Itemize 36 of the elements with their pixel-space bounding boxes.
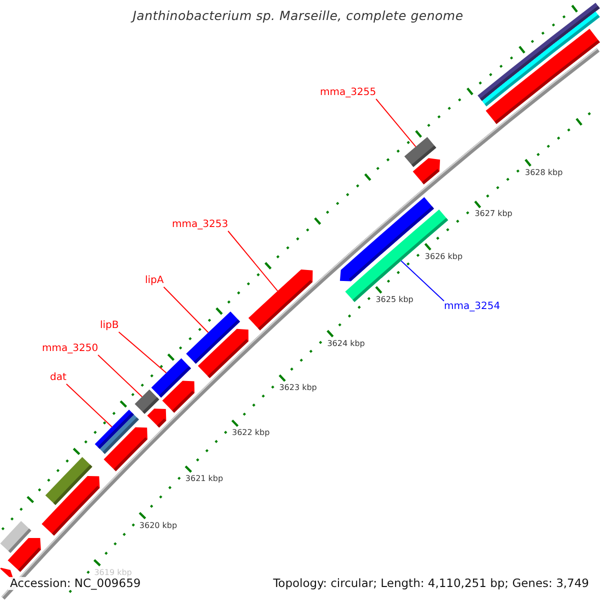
gene-label: lipB	[100, 320, 119, 332]
tick-label: 3628 kbp	[525, 168, 563, 177]
gene-label: lipA	[145, 275, 164, 287]
leader-line	[98, 354, 143, 398]
tick-label: 3626 kbp	[424, 252, 463, 261]
leader-line	[163, 286, 209, 333]
gene-bar	[345, 210, 448, 302]
gene-bar	[248, 269, 313, 330]
gene-bar	[198, 328, 248, 378]
gene-bar	[104, 427, 148, 472]
gene-bar	[486, 28, 600, 124]
gene-label: mma_3255	[320, 87, 376, 99]
footer-text: Topology: circular; Length: 4,110,251 bp; Genes: 3,749	[271, 577, 591, 590]
gene-label: dat	[50, 372, 66, 384]
tick-label: 3620 kbp	[139, 520, 178, 530]
gene-bar	[147, 408, 166, 428]
leader-line	[66, 384, 112, 428]
leader-line	[118, 332, 167, 374]
gene-label: mma_3254	[444, 301, 500, 313]
gene-label: mma_3250	[42, 343, 98, 355]
tick-label: 3619 kbp	[94, 568, 132, 577]
tick-label: 3623 kbp	[279, 383, 317, 392]
gene-bar	[162, 380, 194, 413]
tick-label: 3622 kbp	[232, 428, 270, 438]
gene-bar	[412, 158, 440, 184]
gene-label: mma_3253	[172, 219, 228, 231]
gene-bar	[42, 476, 100, 536]
title: Janthinobacterium sp. Marseille, complete genome	[132, 8, 464, 23]
tick-label: 3627 kbp	[474, 209, 512, 218]
gene-bar	[8, 538, 41, 572]
tick-label: 3625 kbp	[376, 294, 414, 304]
leader-line	[228, 230, 278, 292]
tick-label: 3624 kbp	[327, 338, 365, 348]
footer-text: Accession: NC_009659	[8, 577, 143, 590]
tick-label: 3621 kbp	[185, 474, 224, 484]
leader-line	[376, 98, 416, 148]
